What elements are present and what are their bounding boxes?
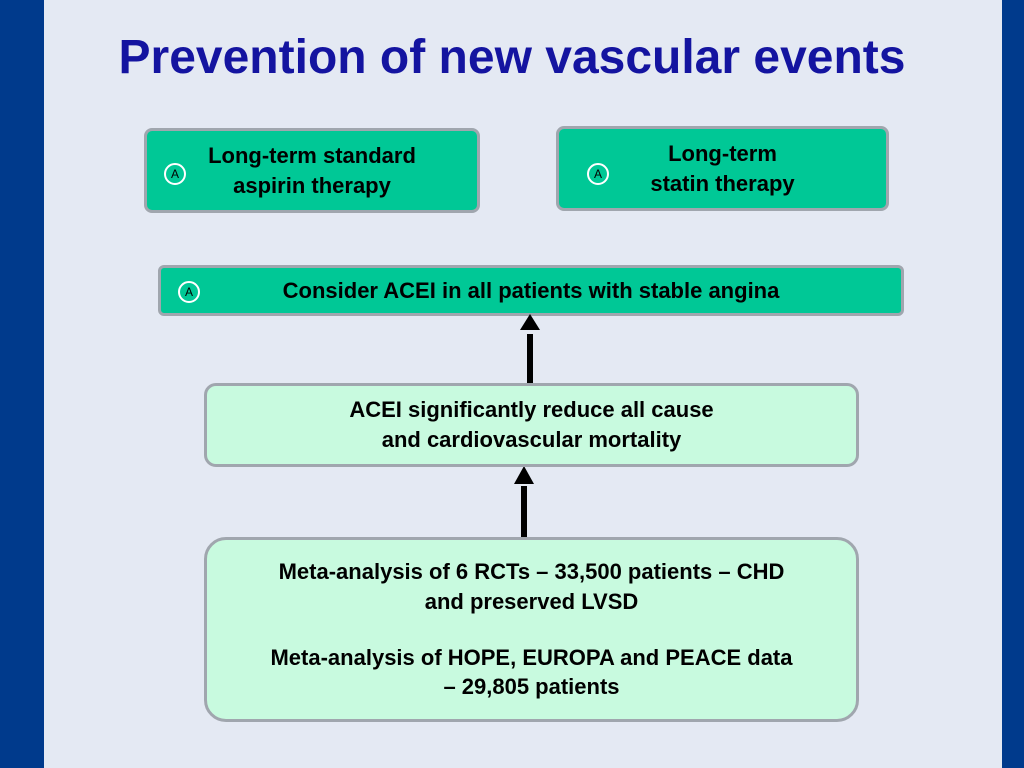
evidence-conclusion-box: ACEI significantly reduce all cause and … <box>204 383 859 467</box>
conclusion-text-line-2: and cardiovascular mortality <box>381 427 682 452</box>
grade-badge-statin: A <box>587 163 609 185</box>
study-2-line-1: Meta-analysis of HOPE, EUROPA and PEACE … <box>270 644 793 670</box>
conclusion-text-line-1: ACEI significantly reduce all cause <box>349 397 714 423</box>
study-1-line-2: and preserved LVSD <box>424 588 639 614</box>
aspirin-text-line-1: Long-term standard <box>208 142 416 168</box>
aspirin-recommendation-box: A Long-term standard aspirin therapy <box>144 128 480 213</box>
arrow-conclusion-to-acei <box>520 314 540 384</box>
statin-text-line-2: statin therapy <box>650 170 795 196</box>
study-2-line-2: – 29,805 patients <box>443 674 620 700</box>
aspirin-text-line-2: aspirin therapy <box>233 172 391 198</box>
acei-recommendation-box: A Consider ACEI in all patients with sta… <box>158 265 904 316</box>
statin-recommendation-box: A Long-term statin therapy <box>556 126 889 211</box>
statin-text-line-1: Long-term <box>668 140 777 166</box>
acei-recommendation-text: Consider ACEI in all patients with stabl… <box>282 277 780 303</box>
slide-title: Prevention of new vascular events <box>118 31 906 84</box>
arrow-studies-to-conclusion <box>514 466 534 538</box>
supporting-studies-box: Meta-analysis of 6 RCTs – 33,500 patient… <box>204 537 859 722</box>
grade-badge-acei: A <box>178 281 200 303</box>
study-1-line-1: Meta-analysis of 6 RCTs – 33,500 patient… <box>278 559 785 585</box>
right-sidebar <box>1002 0 1024 768</box>
grade-badge-aspirin: A <box>164 163 186 185</box>
left-sidebar <box>0 0 44 768</box>
